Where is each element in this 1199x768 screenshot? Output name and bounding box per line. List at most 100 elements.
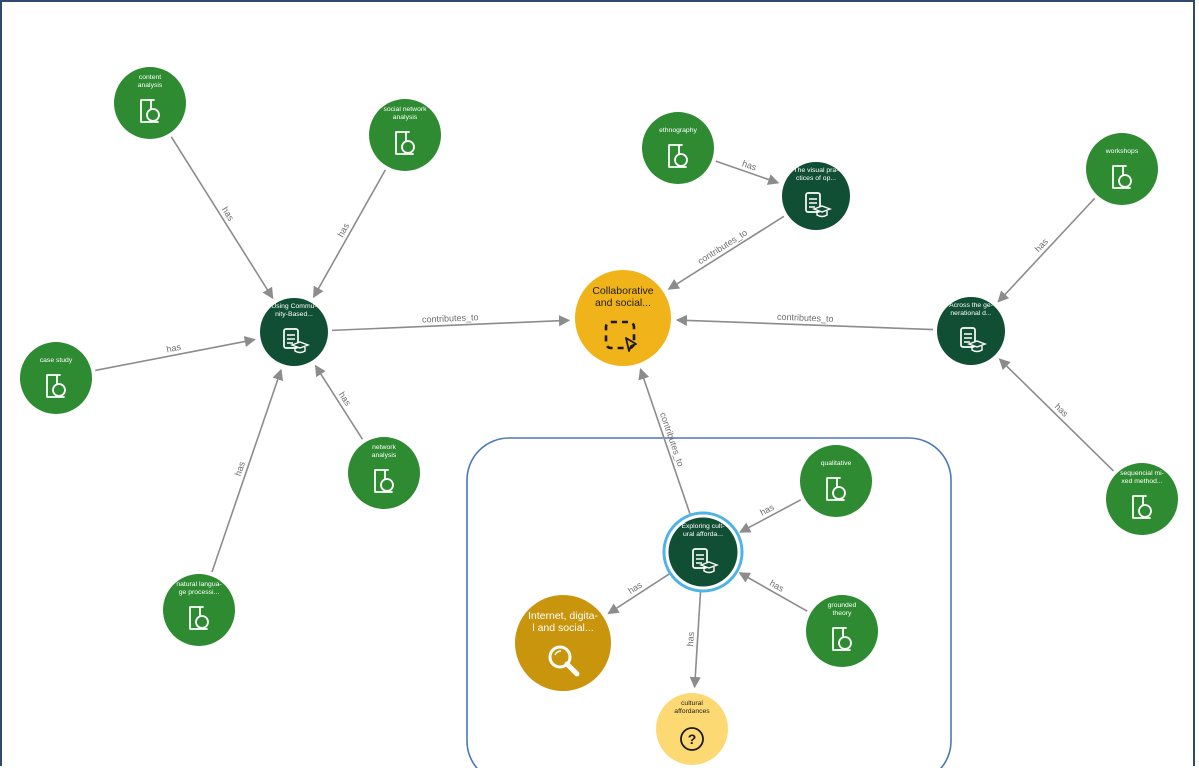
node-label-line: content	[139, 74, 161, 81]
node-circle	[656, 693, 728, 765]
flask-icon	[395, 131, 415, 155]
edge-label: has	[1053, 401, 1071, 419]
node-natural-language[interactable]: natural langua-ge processi...	[163, 574, 235, 646]
node-label-line: qualitative	[821, 460, 852, 467]
node-label-line: Using Commu-	[271, 303, 316, 310]
node-circle	[1106, 463, 1178, 535]
edge-label: has	[166, 342, 183, 355]
flask-icon	[46, 374, 66, 398]
edge-has[interactable]: has	[314, 364, 364, 440]
flask-icon	[140, 99, 160, 123]
edge-has[interactable]: has	[312, 169, 387, 299]
node-workshops[interactable]: workshops	[1086, 133, 1158, 205]
node-qualitative[interactable]: qualitative	[800, 445, 872, 517]
edge-label: has	[626, 579, 644, 596]
flask-icon	[1132, 495, 1152, 519]
selected-ring	[662, 511, 744, 593]
paper-icon	[805, 192, 832, 218]
paper-icon	[960, 327, 987, 353]
node-using-community[interactable]: Using Commu-nity-Based...	[260, 298, 328, 366]
node-label-line: case study	[40, 357, 73, 364]
edge-has[interactable]: has	[211, 368, 284, 573]
node-label-line: Collaborative	[592, 285, 653, 297]
node-label-line: ural afforda...	[683, 531, 723, 538]
node-label-line: ethnography	[659, 127, 697, 134]
edge-has[interactable]: has	[715, 158, 780, 185]
node-label-line: xed method...	[1121, 478, 1162, 485]
edge-label: has	[1033, 236, 1051, 254]
node-circle	[114, 67, 186, 139]
node-circle	[20, 342, 92, 414]
node-label-line: analysis	[393, 114, 418, 121]
edge-contributes-to[interactable]: contributes_to	[638, 368, 691, 515]
node-label-line: Exploring cult-	[681, 523, 724, 530]
flask-icon	[832, 627, 852, 651]
node-circle	[937, 297, 1005, 365]
node-exploring-cultural[interactable]: Exploring cult-ural afforda...	[662, 511, 744, 593]
node-label-line: Internet, digita-	[528, 610, 599, 622]
edge-contributes-to[interactable]: contributes_to	[667, 215, 785, 290]
node-label-line: and social...	[595, 297, 651, 309]
selection-box[interactable]	[466, 437, 952, 768]
node-circle	[163, 574, 235, 646]
edge-label: contributes_to	[696, 227, 749, 266]
node-label-line: The visual pra-	[794, 167, 839, 174]
flask-icon	[1112, 165, 1132, 189]
node-ethnography[interactable]: ethnography	[642, 112, 714, 184]
node-circle	[1086, 133, 1158, 205]
edge-contributes-to[interactable]: contributes_to	[331, 312, 571, 332]
edge-label: contributes_to	[777, 312, 834, 324]
node-label-line: affordances	[674, 708, 710, 715]
node-label-line: theory	[833, 610, 852, 617]
edge-has[interactable]: has	[738, 572, 808, 612]
node-circle	[782, 162, 850, 230]
node-circle	[806, 595, 878, 667]
flask-icon	[668, 144, 688, 168]
node-visual-practices[interactable]: The visual pra-ctices of op...	[782, 162, 850, 230]
edge-label: has	[768, 578, 786, 594]
node-circle	[642, 112, 714, 184]
edge-contributes-to[interactable]: contributes_to	[675, 312, 934, 331]
node-label-line: ctices of op...	[796, 175, 836, 182]
node-label-line: cultural	[681, 700, 703, 707]
flask-icon	[374, 469, 394, 493]
edge-has[interactable]: has	[95, 336, 256, 372]
edge-label: has	[685, 631, 696, 647]
node-label-line: grounded	[828, 602, 857, 609]
node-label-line: sequencial mi-	[1120, 470, 1164, 477]
edge-has[interactable]: has	[998, 358, 1115, 472]
paper-icon	[692, 548, 719, 574]
node-label-line: social network	[383, 106, 427, 113]
node-label-line: nity-Based...	[275, 311, 313, 318]
edge-has[interactable]: has	[170, 136, 274, 300]
node-label-line: analysis	[372, 452, 397, 459]
node-label-line: natural langua-	[176, 581, 221, 588]
node-circle	[348, 437, 420, 509]
node-label-line: workshops	[1105, 148, 1139, 155]
selection-icon	[604, 320, 637, 352]
node-circle	[668, 517, 738, 587]
node-internet-digital[interactable]: Internet, digita-l and social...	[515, 595, 611, 691]
node-case-study[interactable]: case study	[20, 342, 92, 414]
node-circle	[369, 99, 441, 171]
edge-has[interactable]: has	[997, 197, 1096, 303]
edge-label: has	[335, 221, 351, 239]
edges-layer: hashashashashascontributes_tohascontribu…	[95, 136, 1115, 689]
flask-icon	[826, 477, 846, 501]
node-across-generational[interactable]: Across the ge-nerational d...	[937, 297, 1005, 365]
edge-has[interactable]: has	[685, 591, 702, 689]
edge-label: has	[220, 205, 236, 223]
node-sequencial-mixed[interactable]: sequencial mi-xed method...	[1106, 463, 1178, 535]
edge-has[interactable]: has	[739, 499, 802, 533]
edge-has[interactable]: has	[607, 573, 670, 615]
paper-icon	[283, 328, 310, 354]
